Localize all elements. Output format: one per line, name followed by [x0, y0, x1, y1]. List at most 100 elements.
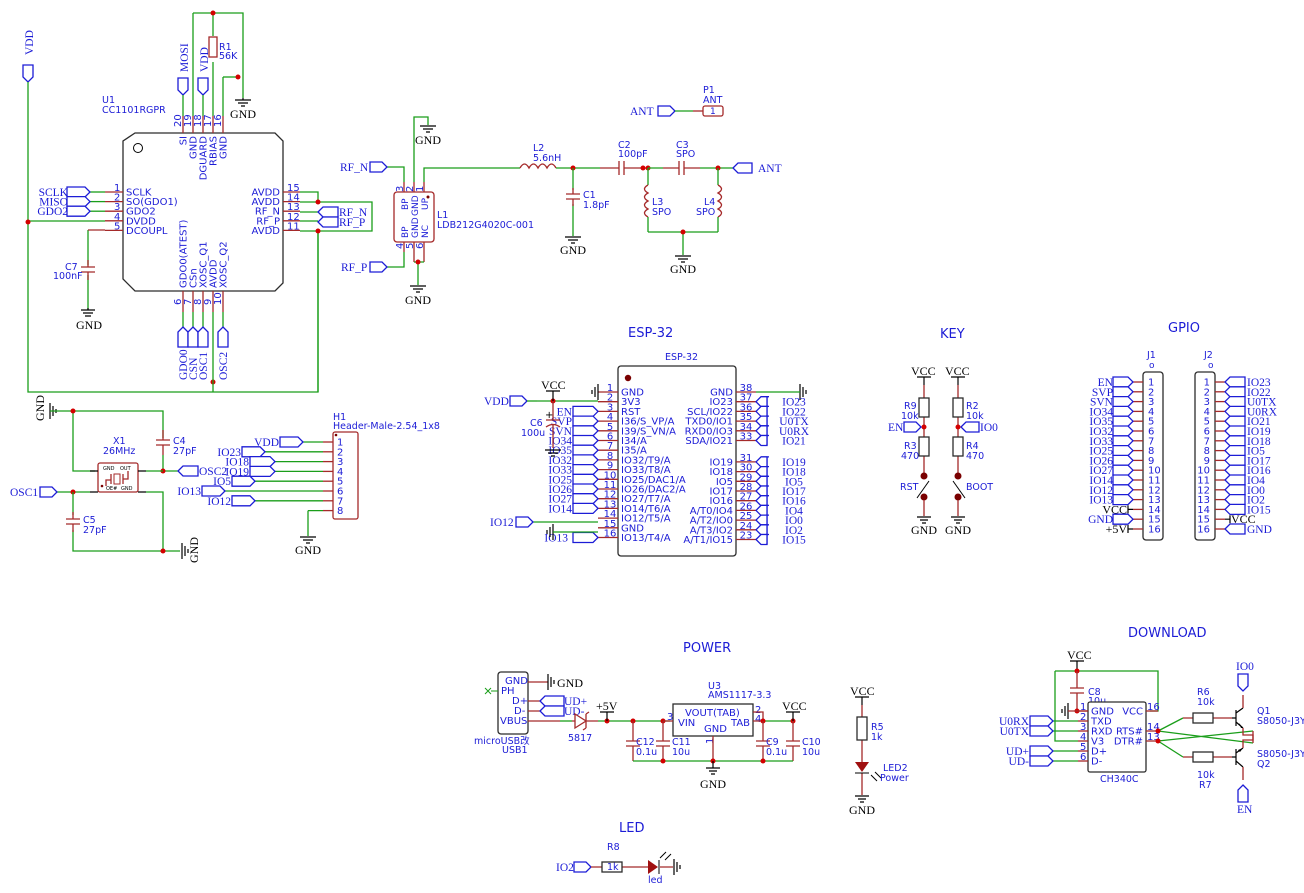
- esp32-module[interactable]: ESP-32: [617, 352, 737, 557]
- svg-text:IO33: IO33: [1089, 436, 1113, 448]
- q2-transistor[interactable]: S8050-J3Y Q2: [1232, 731, 1304, 780]
- j2-net-flag-io22: IO22: [1224, 386, 1271, 399]
- j2-header[interactable]: J2 o: [1194, 350, 1216, 541]
- svg-text:16: 16: [213, 114, 224, 127]
- pin-name: 3V3: [621, 397, 641, 408]
- svg-text:EN: EN: [557, 406, 573, 418]
- pin-name: IO23: [709, 397, 733, 408]
- svg-text:SPO: SPO: [696, 207, 715, 218]
- rst-switch[interactable]: RST: [900, 472, 930, 501]
- svg-text:8: 8: [607, 451, 613, 462]
- net-flag-u0tx: U0TX: [755, 415, 809, 428]
- svg-text:0.1u: 0.1u: [636, 747, 657, 758]
- ch340c-chip[interactable]: CH340C: [1087, 701, 1147, 785]
- boot-switch[interactable]: BOOT: [952, 472, 993, 501]
- section-title-esp32: ESP-32: [628, 326, 673, 341]
- h1-header[interactable]: H1 Header-Male-2.54_1x8: [332, 412, 440, 520]
- usb1-connector[interactable]: GND PH D+ D- VBUS microUSB改 USB1: [474, 671, 530, 756]
- c5-capacitor[interactable]: C5 27pF: [66, 512, 107, 536]
- wire: [182, 95, 204, 116]
- net-flag-io2: IO2: [755, 524, 803, 537]
- svg-text:U0TX: U0TX: [779, 416, 809, 428]
- io12-net-flag: IO12: [490, 516, 534, 529]
- capacitor-c9[interactable]: C90.1u: [756, 721, 787, 761]
- led2-power-led[interactable]: LED2 Power: [855, 762, 909, 784]
- svg-text:MOSI: MOSI: [179, 43, 191, 72]
- svg-text:IO33: IO33: [548, 465, 572, 477]
- net-flag-io34: IO34: [548, 434, 599, 448]
- c7-capacitor[interactable]: C7 100nF: [53, 260, 95, 282]
- pin: [663, 711, 764, 760]
- svg-text:C6: C6: [530, 418, 543, 429]
- pin-name: RXD: [1091, 727, 1113, 738]
- net-flag-u0rx: U0RX: [755, 425, 810, 438]
- wire: [1157, 717, 1254, 758]
- r7-resistor[interactable]: 10k R7: [1183, 751, 1232, 791]
- svg-text:ESP-32: ESP-32: [665, 352, 698, 363]
- d-5817-diode[interactable]: 5817: [568, 711, 598, 744]
- l3-inductor[interactable]: L3 SPO: [643, 168, 672, 232]
- svg-text:GND: GND: [187, 537, 201, 563]
- led-indicator[interactable]: led: [648, 851, 672, 886]
- c3-capacitor[interactable]: C3 SPO: [663, 140, 700, 175]
- pin-name: A/T0/IO4: [690, 506, 733, 517]
- pin-name: XOSC_Q1: [199, 241, 210, 288]
- c6-capacitor[interactable]: + C6 100u: [521, 401, 561, 448]
- io0-net-flag: IO0: [1236, 661, 1254, 692]
- svg-text:12: 12: [1197, 485, 1210, 496]
- wire: [72, 492, 180, 552]
- svg-text:IO18: IO18: [782, 467, 806, 479]
- gnd-icon: GND: [547, 674, 583, 690]
- r1-resistor[interactable]: R1 56K: [208, 36, 238, 62]
- svg-text:R6: R6: [1197, 687, 1210, 698]
- net-flag-gdo2: GDO2: [37, 205, 91, 218]
- u3-regulator[interactable]: VIN GND VOUT(TAB) TAB U3 AMS1117-3.3 3 1…: [667, 681, 771, 744]
- r3-resistor[interactable]: R3 470: [901, 436, 930, 462]
- svg-text:IO12: IO12: [1089, 485, 1113, 497]
- r5-resistor[interactable]: R5 1k: [856, 716, 884, 743]
- svg-text:VCC: VCC: [782, 699, 807, 713]
- l2-inductor[interactable]: L2 5.6nH: [519, 143, 561, 170]
- svg-text:100pF: 100pF: [618, 149, 648, 160]
- svg-text:IO19: IO19: [225, 466, 249, 478]
- j1-net-flag-io26: IO26: [1089, 454, 1134, 467]
- l1-balun[interactable]: L1 LDB212G4020C-001 BP GND UP BP GND NC …: [393, 186, 534, 249]
- r2-resistor[interactable]: R2 10k: [952, 397, 984, 422]
- svg-text:2: 2: [405, 186, 416, 192]
- svg-text:GND: GND: [945, 523, 971, 537]
- c1-capacitor[interactable]: C1 1.8pF: [566, 188, 610, 211]
- r8-resistor[interactable]: 1k R8: [601, 842, 623, 873]
- pin-name: RF_P: [256, 216, 280, 227]
- svg-text:6: 6: [1148, 427, 1154, 438]
- svg-text:14: 14: [287, 193, 300, 204]
- svg-text:15: 15: [287, 183, 300, 194]
- x1-crystal[interactable]: GND OUT OE# GND X1 26MHz: [97, 436, 139, 493]
- svg-text:IO2: IO2: [1247, 495, 1265, 507]
- osc2-net-flag: OSC2: [177, 465, 227, 478]
- svg-text:H1: H1: [333, 412, 346, 423]
- svg-text:GND: GND: [405, 293, 431, 307]
- svg-text:IO13: IO13: [1089, 495, 1113, 507]
- p1-antenna-connector[interactable]: 1 P1 ANT: [702, 85, 724, 117]
- u1-cc1101[interactable]: U1 CC1101RGPR: [102, 95, 284, 292]
- svg-text:GND: GND: [295, 543, 321, 557]
- vcc-power-symbol: VCC: [850, 684, 875, 705]
- svg-text:3: 3: [1148, 397, 1154, 408]
- r6-resistor[interactable]: R6 10k: [1183, 687, 1232, 724]
- c2-capacitor[interactable]: C2 100pF: [600, 140, 648, 175]
- q1-transistor[interactable]: Q1 S8050-J3Y: [1232, 695, 1304, 743]
- pin-name: D-: [1091, 757, 1103, 768]
- plus5v-power-symbol: +5V: [596, 699, 618, 721]
- svg-text:8: 8: [193, 299, 204, 305]
- c4-capacitor[interactable]: C4 27pF: [156, 430, 197, 457]
- j1-header[interactable]: J1 o: [1142, 350, 1164, 541]
- r9-resistor[interactable]: R9 10k: [901, 397, 930, 422]
- l4-inductor[interactable]: L4 SPO: [696, 168, 723, 232]
- net-flag-io5: IO5: [755, 475, 803, 488]
- r4-resistor[interactable]: R4 470: [952, 436, 984, 462]
